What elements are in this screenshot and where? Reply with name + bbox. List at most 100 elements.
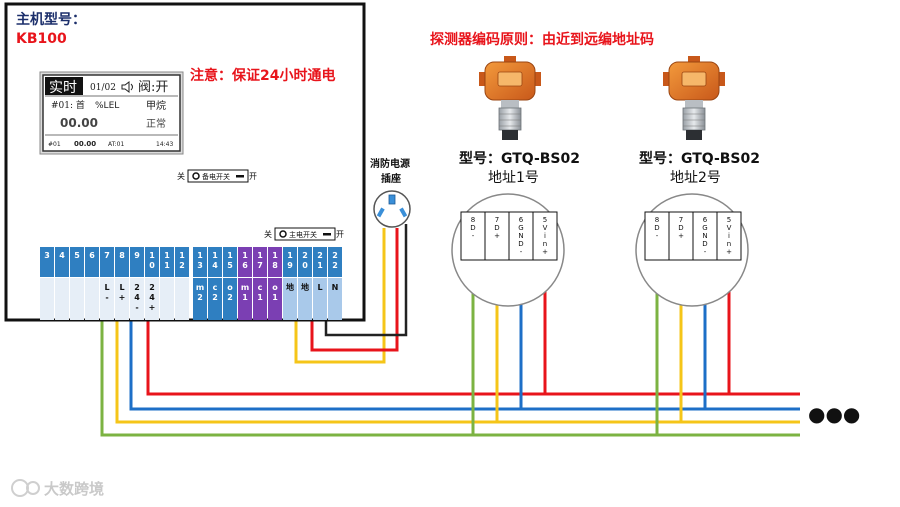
terminal-number-cell xyxy=(268,247,282,277)
backup-switch-knob-icon xyxy=(192,172,200,180)
terminal-label-cell xyxy=(85,278,99,320)
terminal-number-cell xyxy=(55,247,69,277)
lcd-gas: 甲烷 xyxy=(146,99,166,112)
detector-1-model: 型号：GTQ-BS02 xyxy=(459,150,580,167)
terminal-number: 4 xyxy=(59,251,65,260)
terminal-label-cell xyxy=(253,278,267,320)
terminal-label-cell xyxy=(223,278,237,320)
terminal-label-cell xyxy=(70,278,84,320)
detector-2 xyxy=(663,56,725,140)
terminal-number-cell xyxy=(130,247,144,277)
gas-detector-icon xyxy=(663,56,725,140)
coding-principle: 探测器编码原则：由近到远编地址码 xyxy=(430,31,654,48)
lcd-footer-at: AT:01 xyxy=(108,141,124,148)
terminal-number-cell xyxy=(70,247,84,277)
detector-2-address: 地址2号 xyxy=(670,170,721,186)
lcd-page: 01/02 xyxy=(90,83,116,93)
terminal-number: 7 xyxy=(104,251,110,260)
detector-2-model: 型号：GTQ-BS02 xyxy=(639,150,760,167)
terminal-number: 5 xyxy=(74,251,80,260)
lcd-mode: 实时 xyxy=(49,80,77,96)
terminal-number: 9 xyxy=(134,251,140,260)
terminal-label: N xyxy=(332,283,339,292)
terminal-label: L xyxy=(317,283,322,292)
host-model-label: 主机型号： xyxy=(16,11,86,28)
terminal-label: L- xyxy=(104,283,109,302)
detector-1 xyxy=(479,56,541,140)
lcd-mode-highlight xyxy=(45,77,83,95)
socket-label-line1: 消防电源 xyxy=(370,157,410,170)
terminal-label-cell xyxy=(268,278,282,320)
terminal-label-cell xyxy=(283,278,297,320)
terminal-number: 3 xyxy=(44,251,50,260)
backup-switch-name: 备电开关 xyxy=(202,172,230,181)
lcd-valve: 阀:开 xyxy=(138,80,168,95)
socket-label-line2: 插座 xyxy=(381,172,401,185)
terminal-number-cell xyxy=(313,247,327,277)
power-notice: 注意：保证24小时通电 xyxy=(190,67,335,84)
terminal-label-cell xyxy=(313,278,327,320)
main-switch-name: 主电开关 xyxy=(289,230,317,239)
terminal-label-cell xyxy=(175,278,189,320)
watermark-logo-icon xyxy=(11,479,40,497)
socket-yellow-wire xyxy=(294,228,386,364)
backup-power-switch[interactable]: 关 备电开关 开 xyxy=(177,169,257,183)
terminal-number-cell xyxy=(253,247,267,277)
detector-1-address: 地址1号 xyxy=(488,170,539,186)
socket-red-wire xyxy=(310,228,399,352)
lcd-unit: %LEL xyxy=(95,101,119,111)
main-switch-on-label: 开 xyxy=(336,230,344,239)
lcd-status: 正常 xyxy=(146,117,166,130)
red-bus-wire xyxy=(146,312,800,396)
backup-switch-on-label: 开 xyxy=(249,172,257,181)
green-bus-wire xyxy=(100,312,800,437)
terminal-number-cell xyxy=(145,247,159,277)
main-power-switch[interactable]: 关 主电开关 开 xyxy=(264,227,344,241)
terminal-label: L+ xyxy=(119,283,126,302)
terminal-label-cell xyxy=(160,278,174,320)
terminal-number: 8 xyxy=(119,251,125,260)
main-switch-knob-icon xyxy=(279,230,287,238)
gas-detector-icon xyxy=(479,56,541,140)
bus-continuation-dots: ●●● xyxy=(808,402,860,426)
lcd-footer-time: 14:43 xyxy=(156,141,173,148)
terminal-label-cell xyxy=(115,278,129,320)
terminal-label: 地 xyxy=(286,282,294,292)
terminal-label-cell xyxy=(298,278,312,320)
fire-power-socket: 消防电源 插座 xyxy=(370,157,411,228)
speaker-icon xyxy=(121,81,133,93)
socket-black-wire xyxy=(324,224,408,337)
lcd-channel: #01: 首 xyxy=(51,99,85,111)
terminal-label-cell xyxy=(193,278,207,320)
terminal-number-cell xyxy=(238,247,252,277)
terminal-number-cell xyxy=(160,247,174,277)
terminal-label-cell xyxy=(100,278,114,320)
backup-switch-off-label: 关 xyxy=(177,171,185,181)
terminal-number-cell xyxy=(193,247,207,277)
lcd-reading: 00.00 xyxy=(60,116,98,130)
watermark-text: 大数跨境 xyxy=(44,480,104,498)
terminal-number-cell xyxy=(100,247,114,277)
